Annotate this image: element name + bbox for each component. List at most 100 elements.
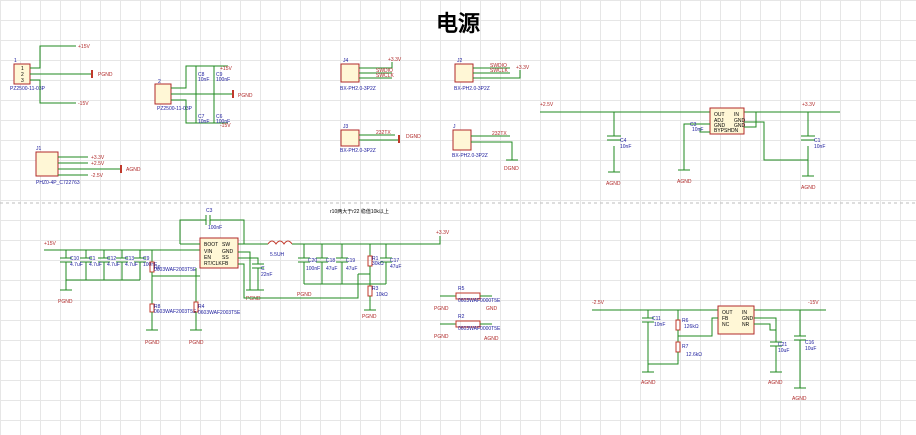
svg-text:+3.3V: +3.3V — [516, 65, 530, 71]
svg-text:AGND: AGND — [792, 396, 807, 402]
svg-text:+3.3V: +3.3V — [436, 230, 450, 236]
svg-text:47uF: 47uF — [326, 266, 337, 272]
svg-text:0603WAF0000T5E: 0603WAF0000T5E — [458, 326, 501, 332]
svg-text:SWCLK: SWCLK — [490, 68, 508, 74]
svg-text:ADJ: ADJ — [714, 118, 724, 124]
svg-text:-15V: -15V — [808, 300, 819, 306]
svg-text:GND: GND — [714, 123, 726, 129]
connector-j3[interactable]: J3 BX-PH2.0-3P2Z 232TX DGND — [340, 124, 421, 154]
svg-text:1: 1 — [21, 66, 24, 72]
svg-text:C6: C6 — [216, 114, 223, 120]
svg-text:PGND: PGND — [434, 306, 449, 312]
svg-text:126kΩ: 126kΩ — [684, 324, 699, 330]
svg-text:PGND: PGND — [98, 72, 113, 78]
svg-text:R4: R4 — [198, 304, 205, 310]
svg-text:+15V: +15V — [220, 66, 232, 72]
svg-text:OUT: OUT — [714, 112, 725, 118]
svg-text:-2.5V: -2.5V — [592, 300, 605, 306]
connector-j4[interactable]: J4 BX-PH2.0-3P2Z +3.3V SWDIO SWCLK — [340, 57, 402, 92]
svg-text:R3: R3 — [372, 286, 379, 292]
svg-text:SWDIO: SWDIO — [490, 63, 507, 69]
sheet-title: 电源 — [435, 12, 480, 37]
svg-text:R5: R5 — [458, 286, 465, 292]
svg-text:PGND: PGND — [145, 340, 160, 346]
svg-text:-15V: -15V — [78, 101, 89, 107]
svg-text:J1: J1 — [36, 146, 42, 152]
svg-text:10nF: 10nF — [198, 77, 209, 83]
svg-text:4.7uF: 4.7uF — [107, 262, 120, 268]
svg-text:NC: NC — [722, 322, 730, 328]
svg-text:VIN: VIN — [204, 249, 213, 255]
svg-text:IN: IN — [742, 310, 747, 316]
svg-text:2: 2 — [158, 79, 161, 85]
svg-text:GND: GND — [486, 306, 498, 312]
svg-text:SWDIO: SWDIO — [376, 68, 393, 74]
connector-j5[interactable]: J BX-PH2.0-3P2Z 232TX DGND — [452, 124, 519, 172]
svg-text:C18: C18 — [326, 258, 335, 264]
svg-text:RT/CLK: RT/CLK — [204, 261, 222, 267]
svg-text:BYPSHDN: BYPSHDN — [714, 128, 739, 134]
svg-text:C19: C19 — [346, 258, 355, 264]
svg-text:47uF: 47uF — [346, 266, 357, 272]
svg-text:C7: C7 — [198, 114, 205, 120]
svg-text:J4: J4 — [343, 58, 349, 64]
ground-bridges[interactable]: R5 0603WAF0000T5E PGND GND R2 0603WAF000… — [434, 286, 501, 342]
svg-text:AGND: AGND — [126, 167, 141, 173]
svg-text:C20: C20 — [308, 258, 317, 264]
svg-text:PGND: PGND — [434, 334, 449, 340]
svg-text:+3.3V: +3.3V — [91, 155, 105, 161]
svg-text:J: J — [453, 124, 456, 130]
svg-text:232TX: 232TX — [376, 130, 391, 136]
buck-converter[interactable]: +15V C10 4.7uF C1 4.7uF C12 4.7uF C13 4.… — [44, 208, 450, 346]
svg-text:30kΩ: 30kΩ — [372, 261, 384, 267]
svg-text:0603WAF2003T5E: 0603WAF2003T5E — [154, 309, 197, 315]
svg-text:47uF: 47uF — [390, 264, 401, 270]
p1-name: PZ2500-11-03P — [10, 86, 46, 92]
svg-text:10nF: 10nF — [692, 127, 703, 133]
connector-j2[interactable]: J2 BX-PH2.0-3P2Z SWDIO SWCLK +3.3V — [454, 58, 530, 92]
svg-text:0603WAF0000T5E: 0603WAF0000T5E — [458, 298, 501, 304]
svg-text:C3: C3 — [206, 208, 213, 214]
connector-p2[interactable]: 2 PZ2500-11-03P +15V PGND -15V C8 10nF C… — [154, 65, 253, 129]
svg-text:FB: FB — [222, 261, 229, 267]
svg-text:BOOT: BOOT — [204, 242, 218, 248]
svg-text:J2: J2 — [457, 58, 463, 64]
svg-text:100nF: 100nF — [306, 266, 320, 272]
svg-text:AGND: AGND — [484, 336, 499, 342]
svg-text:+2.5V: +2.5V — [91, 161, 105, 167]
svg-text:PGND: PGND — [362, 314, 377, 320]
svg-text:+3.3V: +3.3V — [802, 102, 816, 108]
svg-text:100nF: 100nF — [216, 119, 230, 125]
svg-text:PGND: PGND — [246, 296, 261, 302]
svg-text:GND: GND — [734, 123, 746, 129]
svg-text:C13: C13 — [125, 256, 134, 262]
svg-text:OUT: OUT — [722, 310, 733, 316]
svg-text:232TX: 232TX — [492, 131, 507, 137]
ldo-negative[interactable]: -2.5V -15V OUT FB NC IN GND NR C11 10nF … — [592, 300, 826, 402]
svg-text:C17: C17 — [390, 258, 399, 264]
svg-text:12.6kΩ: 12.6kΩ — [686, 352, 702, 358]
p1-ref: 1 — [14, 58, 17, 64]
svg-text:R6: R6 — [682, 318, 689, 324]
svg-text:0603WAF2003T5E: 0603WAF2003T5E — [154, 267, 197, 273]
svg-text:C8: C8 — [198, 72, 205, 78]
connector-j1[interactable]: J1 PHZ0-4P_C722763 +3.3V +2.5V AGND -2.5… — [35, 146, 141, 186]
svg-text:3: 3 — [21, 78, 24, 84]
svg-text:PZ2500-11-03P: PZ2500-11-03P — [157, 106, 193, 112]
svg-text:NR: NR — [742, 322, 750, 328]
svg-text:R8: R8 — [154, 304, 161, 310]
svg-text:C9: C9 — [143, 256, 150, 262]
svg-text:+15V: +15V — [44, 241, 56, 247]
svg-text:SW: SW — [222, 242, 230, 248]
svg-text:C1: C1 — [89, 256, 96, 262]
connector-p1[interactable]: 1 PZ2500-11-03P 1 2 3 +15V PGND -15V — [10, 44, 113, 107]
svg-text:2: 2 — [21, 72, 24, 78]
svg-text:C3: C3 — [690, 122, 697, 128]
svg-text:R7: R7 — [682, 344, 689, 350]
ldo-positive[interactable]: +2.5V +3.3V OUT ADJ GND BYPSHDN IN GND G… — [540, 102, 840, 191]
svg-text:4.7uF: 4.7uF — [70, 262, 83, 268]
svg-text:C4: C4 — [620, 138, 627, 144]
svg-text:J3: J3 — [343, 124, 349, 130]
svg-text:GND: GND — [742, 316, 754, 322]
svg-text:C12: C12 — [107, 256, 116, 262]
